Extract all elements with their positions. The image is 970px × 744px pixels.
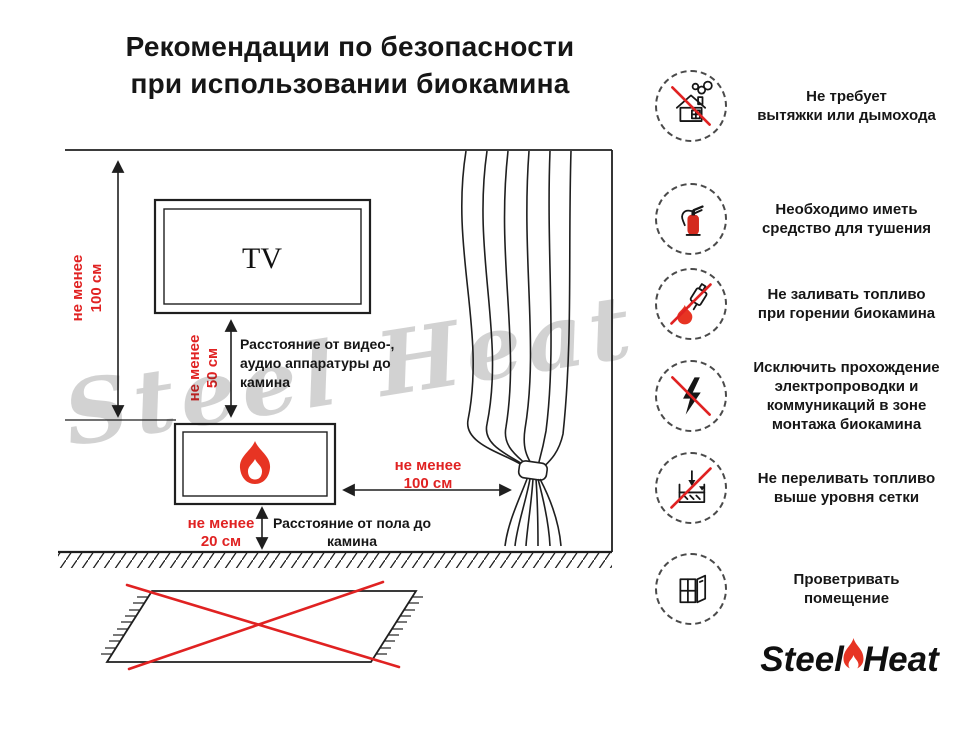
safety-item-ventilate: Проветривать помещение xyxy=(655,553,953,625)
steelheat-logo: Steel Heat xyxy=(742,638,957,680)
safety-item-label: Проветривать помещение xyxy=(793,571,900,607)
dim-right-label-line2: 100 см xyxy=(404,475,453,492)
carpet-fringe-left xyxy=(101,596,148,655)
curtain-tieback xyxy=(517,460,549,481)
carpet-fringe-right xyxy=(376,596,423,655)
tv-label: TV xyxy=(242,242,282,275)
safety-item-no-overfill: Не переливать топливо выше уровня сетки xyxy=(655,452,953,524)
safety-item-label: Не требует вытяжки или дымохода xyxy=(757,88,936,124)
safety-icon-circle xyxy=(655,70,727,142)
room-walls xyxy=(58,149,613,568)
no-wiring-icon xyxy=(671,376,711,416)
safety-item-no-wiring: Исключить прохождение электропроводки и … xyxy=(655,358,953,434)
dimension-fireplace-to-curtain: не менее 100 см xyxy=(342,457,512,497)
note-floor-distance-line2: камина xyxy=(327,533,377,549)
logo-heat: Heat xyxy=(862,640,939,679)
page-title-line1: Рекомендации по безопасности xyxy=(125,31,575,62)
safety-item-label: Не переливать топливо выше уровня сетки xyxy=(757,470,936,506)
no-refuel-while-burning-icon xyxy=(670,283,712,325)
safety-item-label: Исключить прохождение электропроводки и … xyxy=(753,359,940,433)
safety-item-extinguisher: Необходимо иметь средство для тушения xyxy=(655,183,953,255)
note-av-distance-line1: Расстояние от видео-, xyxy=(240,336,394,352)
curtain xyxy=(461,150,572,547)
page-title: Рекомендации по безопасности при использо… xyxy=(60,28,640,102)
note-av-distance-line2: аудио аппаратуры до xyxy=(240,355,391,371)
logo-steel: Steel xyxy=(760,640,844,679)
red-cross-icon xyxy=(125,580,401,671)
safety-item-no-refuel: Не заливать топливо при горении биокамин… xyxy=(655,268,953,340)
dim-bottom-label-line2: 20 см xyxy=(201,533,241,550)
dim-mid-label-line2: 50 см xyxy=(204,348,221,388)
tv-box: TV xyxy=(153,198,372,315)
dimension-tv-to-fireplace: не менее 50 см Расстояние от видео-, ауд… xyxy=(186,319,394,418)
dim-left-label-line1: не менее xyxy=(69,255,86,322)
dimension-wall-to-fireplace: не менее 100 см xyxy=(69,160,125,418)
dim-mid-label-line1: не менее xyxy=(186,335,203,402)
ventilate-icon xyxy=(679,574,707,604)
safety-item-label: Необходимо иметь средство для тушения xyxy=(761,201,932,237)
dim-bottom-label-line1: не менее xyxy=(188,515,255,532)
safety-icon-circle xyxy=(655,452,727,524)
note-av-distance-line3: камина xyxy=(240,374,290,390)
dim-left-label-line2: 100 см xyxy=(88,264,105,313)
dim-right-label-line1: не менее xyxy=(395,457,462,474)
safety-icon-circle xyxy=(655,553,727,625)
fireplace-box xyxy=(173,422,337,506)
room-diagram: TV не менее 100 см не менее 50 см Рассто… xyxy=(58,149,613,671)
safety-item-no-chimney: Не требует вытяжки или дымохода xyxy=(655,70,953,142)
no-overfill-icon xyxy=(670,467,712,509)
safety-icon-circle xyxy=(655,268,727,340)
dimension-floor-to-fireplace: не менее 20 см Расстояние от пола до кам… xyxy=(188,506,431,550)
no-chimney-icon xyxy=(671,80,713,126)
safety-item-label: Не заливать топливо при горении биокамин… xyxy=(757,286,936,322)
extinguisher-icon xyxy=(681,205,704,236)
safety-icon-circle xyxy=(655,360,727,432)
fireplace-flame-icon xyxy=(239,441,271,484)
safety-icon-circle xyxy=(655,183,727,255)
page-title-line2: при использовании биокамина xyxy=(130,68,570,99)
carpet-crossed xyxy=(101,580,423,671)
flame-icon xyxy=(843,638,864,670)
note-floor-distance-line1: Расстояние от пола до xyxy=(273,515,431,531)
